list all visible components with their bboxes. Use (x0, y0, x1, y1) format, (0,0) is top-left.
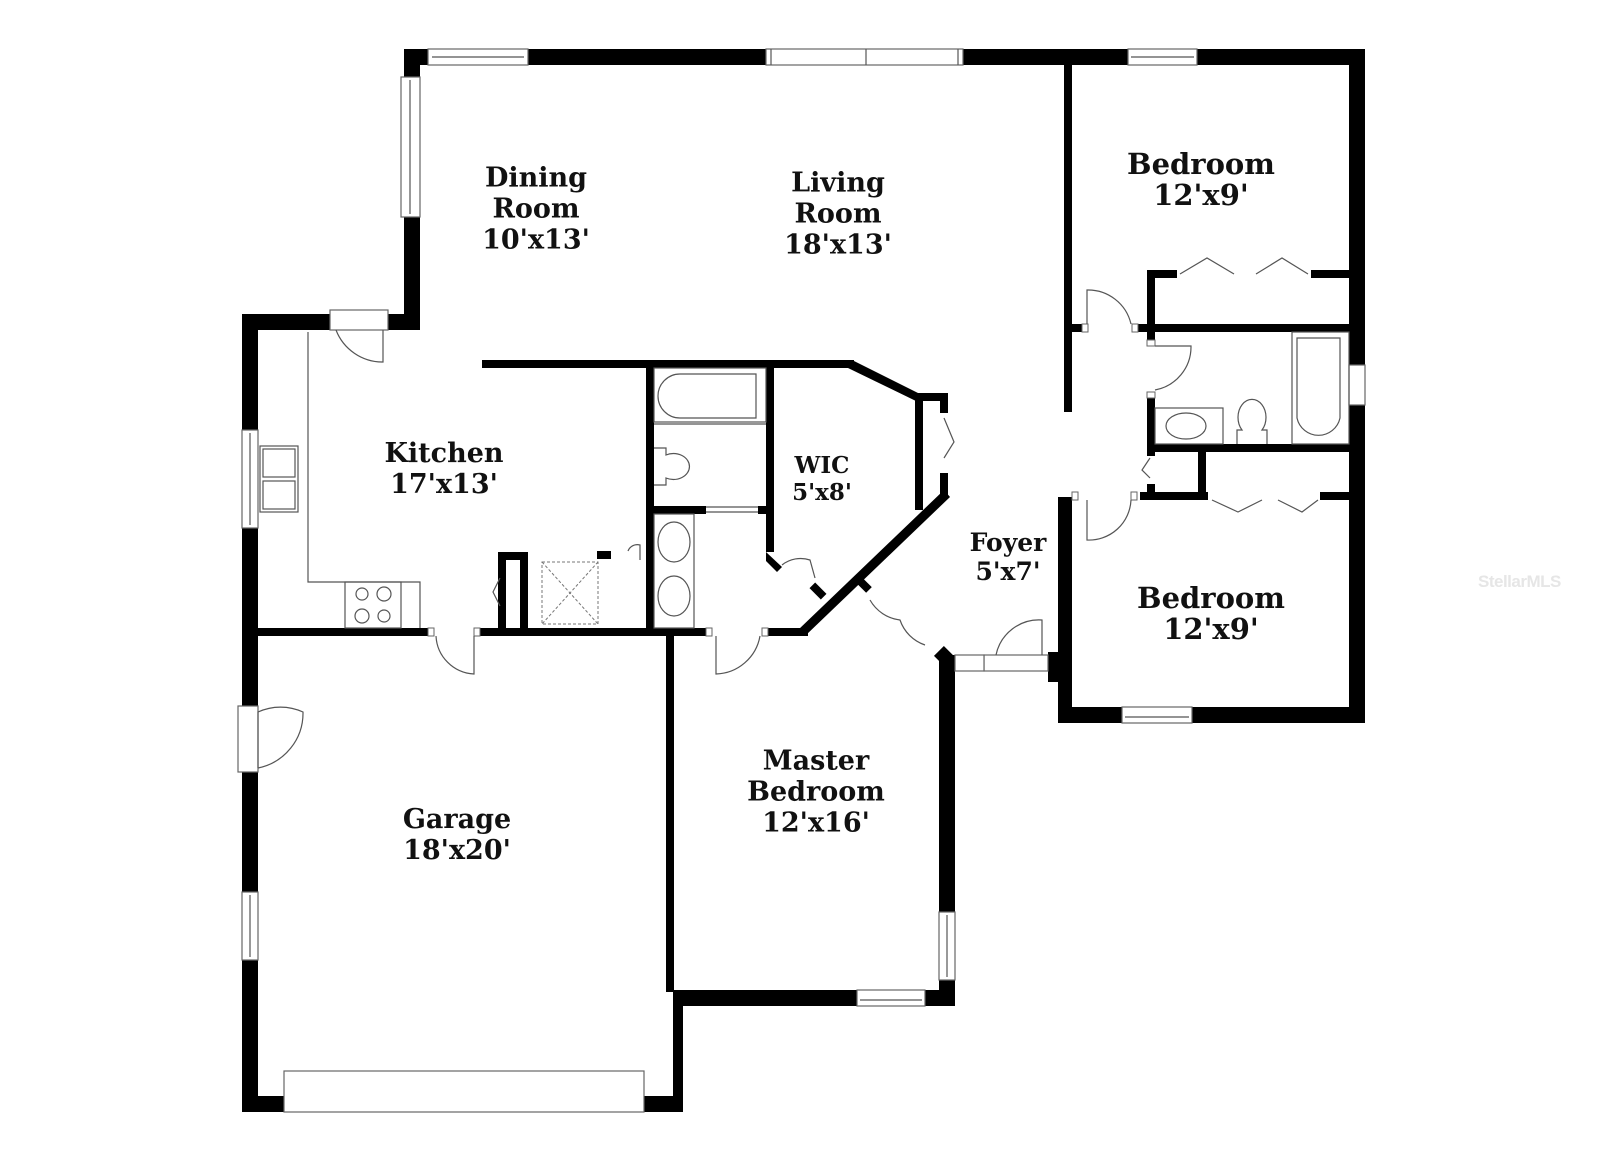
watermark: StellarMLS (1478, 572, 1561, 591)
room-dimensions: 12'x9' (1153, 178, 1249, 212)
room-name: Living (791, 167, 885, 199)
room-name: Room (794, 198, 882, 230)
doors (237, 257, 1319, 773)
room-name: Garage (402, 804, 512, 835)
room-dimensions: 12'x9' (1163, 612, 1259, 646)
room-dimensions: 10'x13' (482, 224, 590, 256)
room-label-garage: Garage 18'x20' (403, 804, 511, 866)
room-label-wic: WIC 5'x8' (792, 452, 852, 506)
room-name: Master (762, 745, 870, 777)
interior-walls (258, 65, 1351, 992)
room-dimensions: 5'x8' (792, 479, 852, 506)
room-name: Bedroom (1127, 147, 1275, 181)
room-name: WIC (794, 452, 850, 479)
room-dimensions: 12'x16' (762, 807, 870, 839)
room-label-foyer: Foyer 5'x7' (970, 528, 1047, 586)
room-dimensions: 18'x13' (784, 229, 892, 261)
room-label-living-room: Living Room 18'x13' (784, 168, 892, 261)
room-label-dining-room: Dining Room 10'x13' (482, 163, 590, 256)
room-label-bedroom-2: Bedroom 12'x9' (1137, 583, 1285, 645)
room-dimensions: 18'x20' (403, 835, 511, 866)
windows (241, 48, 1366, 1113)
room-name: Foyer (969, 528, 1047, 557)
room-name: Dining (484, 162, 588, 194)
fixtures (259, 331, 1350, 629)
room-name: Bedroom (1137, 581, 1285, 615)
room-label-master-bedroom: Master Bedroom 12'x16' (747, 746, 885, 839)
room-dimensions: 17'x13' (390, 469, 498, 500)
room-name: Bedroom (747, 776, 885, 808)
room-name: Room (492, 193, 580, 225)
room-label-bedroom-1: Bedroom 12'x9' (1127, 149, 1275, 211)
room-name: Kitchen (384, 438, 504, 469)
room-label-kitchen: Kitchen 17'x13' (384, 438, 503, 500)
exterior-walls (242, 49, 1365, 1112)
room-dimensions: 5'x7' (975, 557, 1041, 586)
